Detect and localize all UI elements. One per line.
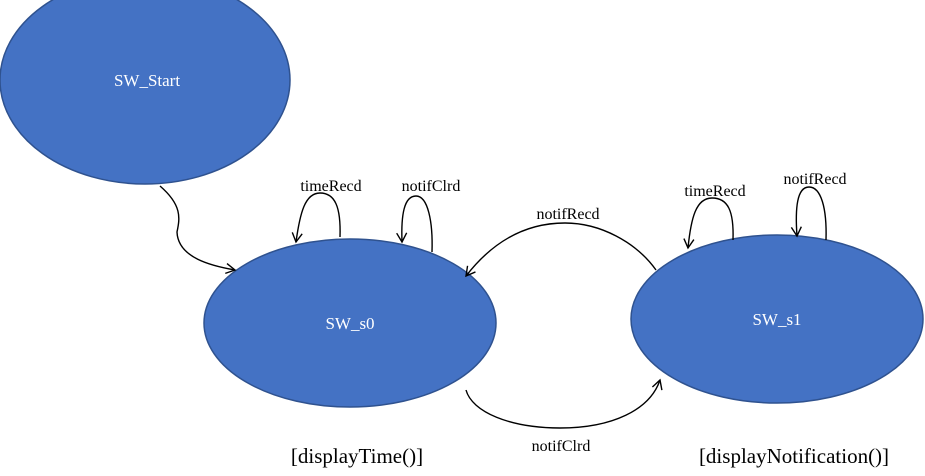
state-sw-s0[interactable]: SW_s0 [203,238,497,408]
state-sw-s0-label: SW_s0 [325,314,374,333]
transition-s1-to-s0 [465,222,657,278]
transition-s1-self-notifrecd-label: notifRecd [783,171,846,188]
transition-s1-to-s0-label: notifRecd [536,206,599,223]
state-sw-s1-action: [displayNotification()] [699,444,889,468]
state-sw-start-label: SW_Start [114,71,180,90]
state-sw-s0-action: [displayTime()] [291,444,423,468]
transition-s1-self-timerecd-label: timeRecd [684,183,745,200]
state-sw-s0-shape [203,238,497,408]
transition-start-to-s0 [159,185,237,275]
transition-s0-self-notifclrd [396,195,433,253]
transition-s0-self-timerecd-label: timeRecd [300,178,361,195]
transition-s1-self-timerecd [683,197,734,250]
transition-s1-self-notifrecd [790,186,827,241]
state-sw-start[interactable]: SW_Start [0,0,291,185]
transition-s0-to-s1 [465,378,663,429]
state-sw-s1-label: SW_s1 [752,310,801,329]
transition-s0-self-timerecd [291,192,341,244]
state-sw-s1[interactable]: SW_s1 [630,234,924,404]
transition-s0-self-notifclrd-label: notifClrd [402,178,461,195]
state-sw-s1-shape [630,234,924,404]
transition-s0-to-s1-label: notifClrd [532,438,591,455]
state-sw-start-shape [0,0,291,185]
